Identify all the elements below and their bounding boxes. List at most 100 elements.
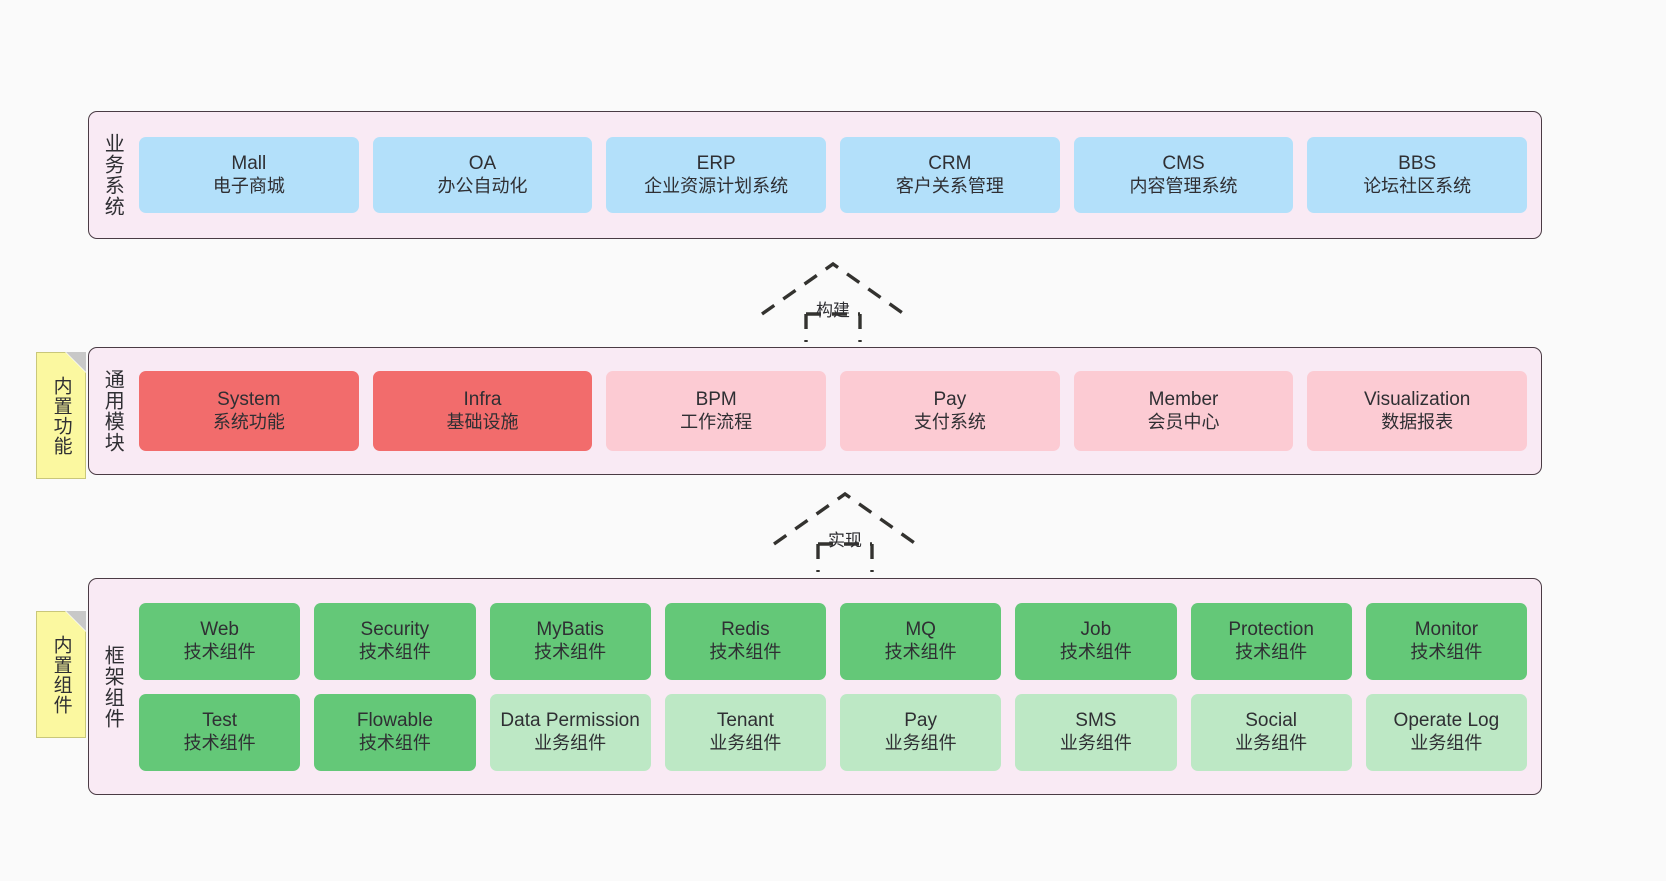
card-sms[interactable]: SMS 业务组件 <box>1015 693 1177 771</box>
card-oa[interactable]: OA 办公自动化 <box>372 137 593 213</box>
layer-body-business-system: Mall 电子商城 OA 办公自动化 ERP 企业资源计划系统 CRM 客户关系… <box>135 112 1541 238</box>
card-protection[interactable]: Protection 技术组件 <box>1190 602 1352 680</box>
card-job-cn: 技术组件 <box>1059 641 1132 662</box>
card-redis-cn: 技术组件 <box>709 641 782 662</box>
card-data-permission[interactable]: Data Permission 业务组件 <box>489 693 651 771</box>
card-system[interactable]: System 系统功能 <box>139 371 359 451</box>
card-mybatis-cn: 技术组件 <box>534 641 607 662</box>
card-security-cn: 技术组件 <box>358 641 431 662</box>
card-system-cn: 系统功能 <box>212 411 285 432</box>
layer-business-system: 业务系统 Mall 电子商城 OA 办公自动化 ERP 企业资源计划系统 CRM… <box>88 111 1542 239</box>
card-member-cn: 会员中心 <box>1147 411 1220 432</box>
card-cms[interactable]: CMS 内容管理系统 <box>1073 137 1294 213</box>
card-redis[interactable]: Redis 技术组件 <box>664 602 826 680</box>
card-visualization[interactable]: Visualization 数据报表 <box>1307 371 1528 451</box>
framework-business-row: Test 技术组件 Flowable 技术组件 Data Permission … <box>139 693 1527 771</box>
layer-framework-component: 框架组件 Web 技术组件 Security 技术组件 MyBatis 技术组件… <box>88 578 1542 795</box>
card-bbs[interactable]: BBS 论坛社区系统 <box>1307 137 1528 213</box>
card-tenant-cn: 业务组件 <box>709 732 782 753</box>
layer-common-module: 通用模块 System 系统功能 Infra 基础设施 BPM 工作流程 Pay… <box>88 347 1542 475</box>
connector-implement-arrow-icon <box>773 491 917 572</box>
card-social-cn: 业务组件 <box>1235 732 1308 753</box>
card-web[interactable]: Web 技术组件 <box>139 602 301 680</box>
card-flowable-en: Flowable <box>356 710 433 732</box>
note-builtin-function-label: 内置功能 <box>50 375 72 456</box>
card-web-cn: 技术组件 <box>183 641 256 662</box>
card-member[interactable]: Member 会员中心 <box>1073 371 1294 451</box>
card-operate-log-cn: 业务组件 <box>1410 732 1483 753</box>
card-infra-cn: 基础设施 <box>446 411 519 432</box>
card-monitor[interactable]: Monitor 技术组件 <box>1365 602 1527 680</box>
card-sms-en: SMS <box>1075 710 1117 732</box>
layer-title-common-module: 通用模块 <box>101 369 124 453</box>
card-crm[interactable]: CRM 客户关系管理 <box>840 137 1060 213</box>
card-mq-en: MQ <box>905 619 936 641</box>
card-flowable-cn: 技术组件 <box>358 732 431 753</box>
card-mall[interactable]: Mall 电子商城 <box>139 137 359 213</box>
card-tenant-en: Tenant <box>716 710 774 732</box>
card-data-permission-en: Data Permission <box>500 710 640 732</box>
card-mybatis-en: MyBatis <box>536 619 604 641</box>
card-crm-cn: 客户关系管理 <box>895 175 1004 196</box>
layer-body-common-module: System 系统功能 Infra 基础设施 BPM 工作流程 Pay 支付系统… <box>135 348 1541 474</box>
note-builtin-component-label: 内置组件 <box>50 634 72 715</box>
card-security[interactable]: Security 技术组件 <box>314 602 476 680</box>
card-mq[interactable]: MQ 技术组件 <box>840 602 1002 680</box>
card-web-en: Web <box>200 619 239 641</box>
card-pay-component[interactable]: Pay 业务组件 <box>840 693 1002 771</box>
card-erp[interactable]: ERP 企业资源计划系统 <box>606 137 827 213</box>
card-system-en: System <box>217 389 281 411</box>
card-erp-en: ERP <box>696 153 736 175</box>
card-protection-cn: 技术组件 <box>1235 641 1308 662</box>
card-protection-en: Protection <box>1228 619 1314 641</box>
card-pay-module-cn: 支付系统 <box>913 411 986 432</box>
card-mall-cn: 电子商城 <box>212 175 285 196</box>
card-data-permission-cn: 业务组件 <box>534 732 607 753</box>
card-bbs-en: BBS <box>1398 153 1437 175</box>
card-bpm-cn: 工作流程 <box>680 411 753 432</box>
card-bpm-en: BPM <box>695 389 737 411</box>
card-pay-module-en: Pay <box>933 389 967 411</box>
card-social-en: Social <box>1245 710 1297 732</box>
card-pay-component-cn: 业务组件 <box>884 732 957 753</box>
card-tenant[interactable]: Tenant 业务组件 <box>664 693 826 771</box>
card-operate-log-en: Operate Log <box>1393 710 1500 732</box>
card-visualization-en: Visualization <box>1364 389 1471 411</box>
card-member-en: Member <box>1148 389 1219 411</box>
card-bpm[interactable]: BPM 工作流程 <box>606 371 827 451</box>
card-monitor-cn: 技术组件 <box>1410 641 1483 662</box>
card-mq-cn: 技术组件 <box>884 641 957 662</box>
layer-title-business-system: 业务系统 <box>101 133 124 217</box>
card-pay-module[interactable]: Pay 支付系统 <box>840 371 1060 451</box>
card-bbs-cn: 论坛社区系统 <box>1363 175 1472 196</box>
card-crm-en: CRM <box>928 153 972 175</box>
connector-implement: 实现 <box>752 488 938 572</box>
card-infra-en: Infra <box>463 389 502 411</box>
connector-build-arrow-icon <box>761 261 905 342</box>
card-job[interactable]: Job 技术组件 <box>1015 602 1177 680</box>
card-mybatis[interactable]: MyBatis 技术组件 <box>489 602 651 680</box>
card-cms-en: CMS <box>1162 153 1205 175</box>
card-visualization-cn: 数据报表 <box>1381 411 1454 432</box>
card-operate-log[interactable]: Operate Log 业务组件 <box>1365 693 1527 771</box>
card-sms-cn: 业务组件 <box>1059 732 1132 753</box>
card-mall-en: Mall <box>231 153 267 175</box>
card-cms-cn: 内容管理系统 <box>1129 175 1238 196</box>
card-test-en: Test <box>202 710 238 732</box>
note-builtin-component: 内置组件 <box>36 611 86 738</box>
card-job-en: Job <box>1080 619 1112 641</box>
card-social[interactable]: Social 业务组件 <box>1190 693 1352 771</box>
connector-build: 构建 <box>740 258 926 342</box>
card-test[interactable]: Test 技术组件 <box>139 693 301 771</box>
layer-title-framework-component: 框架组件 <box>101 644 124 729</box>
card-oa-en: OA <box>468 153 497 175</box>
card-flowable[interactable]: Flowable 技术组件 <box>314 693 476 771</box>
card-infra[interactable]: Infra 基础设施 <box>372 371 593 451</box>
card-erp-cn: 企业资源计划系统 <box>644 175 789 196</box>
card-test-cn: 技术组件 <box>183 732 256 753</box>
card-security-en: Security <box>360 619 430 641</box>
common-module-card-row: System 系统功能 Infra 基础设施 BPM 工作流程 Pay 支付系统… <box>139 371 1528 451</box>
framework-technical-row: Web 技术组件 Security 技术组件 MyBatis 技术组件 Redi… <box>139 602 1527 680</box>
card-redis-en: Redis <box>721 619 770 641</box>
